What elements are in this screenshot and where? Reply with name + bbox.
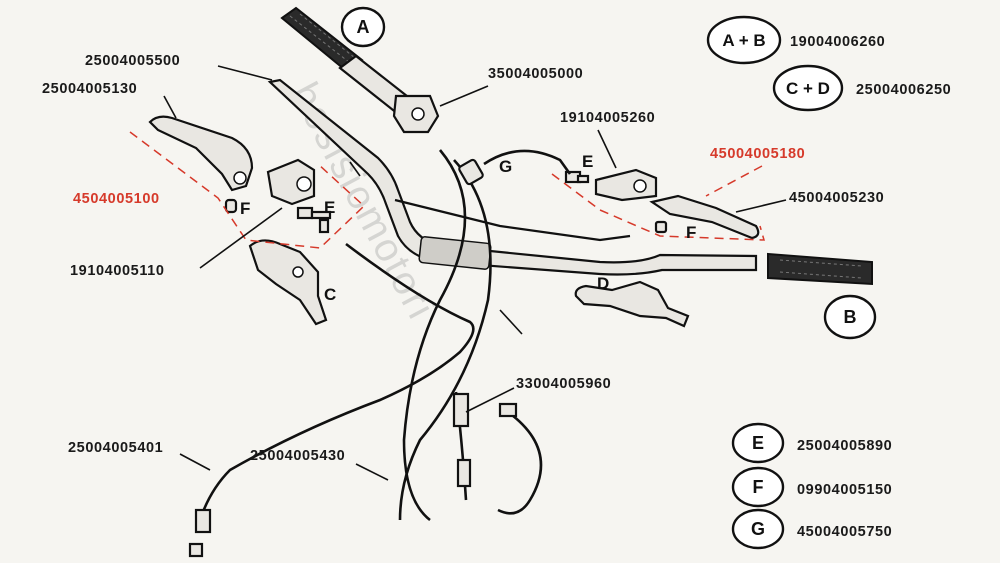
kit-legend-row: F 09904005150 xyxy=(731,466,892,508)
label-19104005110: 19104005110 xyxy=(70,263,165,279)
callout-B-letter: B xyxy=(844,307,857,327)
right-switch-housing xyxy=(574,280,690,328)
left-switch-housing xyxy=(248,239,328,326)
letter-E-right: E xyxy=(582,152,593,171)
kit-legend-row: E 25004005890 xyxy=(731,422,892,464)
kit-legend-key: F xyxy=(753,477,764,497)
brake-lever xyxy=(649,194,760,240)
label-19104005260: 19104005260 xyxy=(560,110,655,126)
kit-legend-part: 25004006250 xyxy=(856,82,951,98)
kit-legend-key: E xyxy=(752,433,764,453)
cable-brake-end xyxy=(497,410,543,515)
label-35004005000: 35004005000 xyxy=(488,66,583,82)
kit-legend-key: A + B xyxy=(722,31,765,50)
label-25004005500: 25004005500 xyxy=(85,53,180,69)
callout-A-letter: A xyxy=(357,17,370,37)
label-45004005180: 45004005180 xyxy=(710,146,805,162)
kit-legend-row: A + B 19004006260 xyxy=(706,15,885,65)
red-group-outline-right xyxy=(551,173,766,241)
kit-legend-row: G 45004005750 xyxy=(731,508,892,550)
throttle-assembly xyxy=(338,54,440,134)
cable-clutch xyxy=(198,242,475,521)
clutch-perch xyxy=(266,158,316,206)
kit-legend-part: 25004005890 xyxy=(797,438,892,454)
label-4504005100: 4504005100 xyxy=(73,191,160,207)
cable-end-fittings xyxy=(188,158,518,558)
callout-B: B xyxy=(823,294,877,340)
letter-G: G xyxy=(499,157,512,176)
cable-adjuster-left xyxy=(296,206,332,234)
label-33004005960: 33004005960 xyxy=(516,376,611,392)
cable-front-brake xyxy=(402,149,467,522)
red-group-outline-left xyxy=(129,131,366,249)
kit-legend-key: G xyxy=(751,519,765,539)
letter-C: C xyxy=(324,285,336,304)
right-grip xyxy=(767,252,873,286)
kit-legend-part: 45004005750 xyxy=(797,524,892,540)
callout-A: A xyxy=(340,6,386,48)
letter-F-left: F xyxy=(240,199,250,218)
label-25004005401: 25004005401 xyxy=(68,440,163,456)
kit-legend-row: C + D 25004006250 xyxy=(772,64,951,112)
red-leader-45004005180 xyxy=(705,165,763,197)
kit-legend-part: 09904005150 xyxy=(797,482,892,498)
brake-perch xyxy=(594,168,658,202)
label-25004005430: 25004005430 xyxy=(250,448,345,464)
handlebar-crossbar xyxy=(394,198,631,242)
clutch-lever xyxy=(148,115,254,214)
cable-throttle xyxy=(398,159,492,521)
letter-D: D xyxy=(597,274,609,293)
letter-E-left: E xyxy=(324,198,335,217)
kit-legend-key: C + D xyxy=(786,79,830,98)
label-45004005230: 45004005230 xyxy=(789,190,884,206)
label-25004005130: 25004005130 xyxy=(42,81,137,97)
leader-lines xyxy=(163,65,787,481)
cable-adjuster-right xyxy=(564,170,590,184)
kit-legend-part: 19004006260 xyxy=(790,34,885,50)
letter-F-right: F xyxy=(686,223,696,242)
kit-legend: A + B 19004006260 C + D 25004006250 E 25… xyxy=(706,15,951,550)
cable-choke xyxy=(483,149,572,175)
